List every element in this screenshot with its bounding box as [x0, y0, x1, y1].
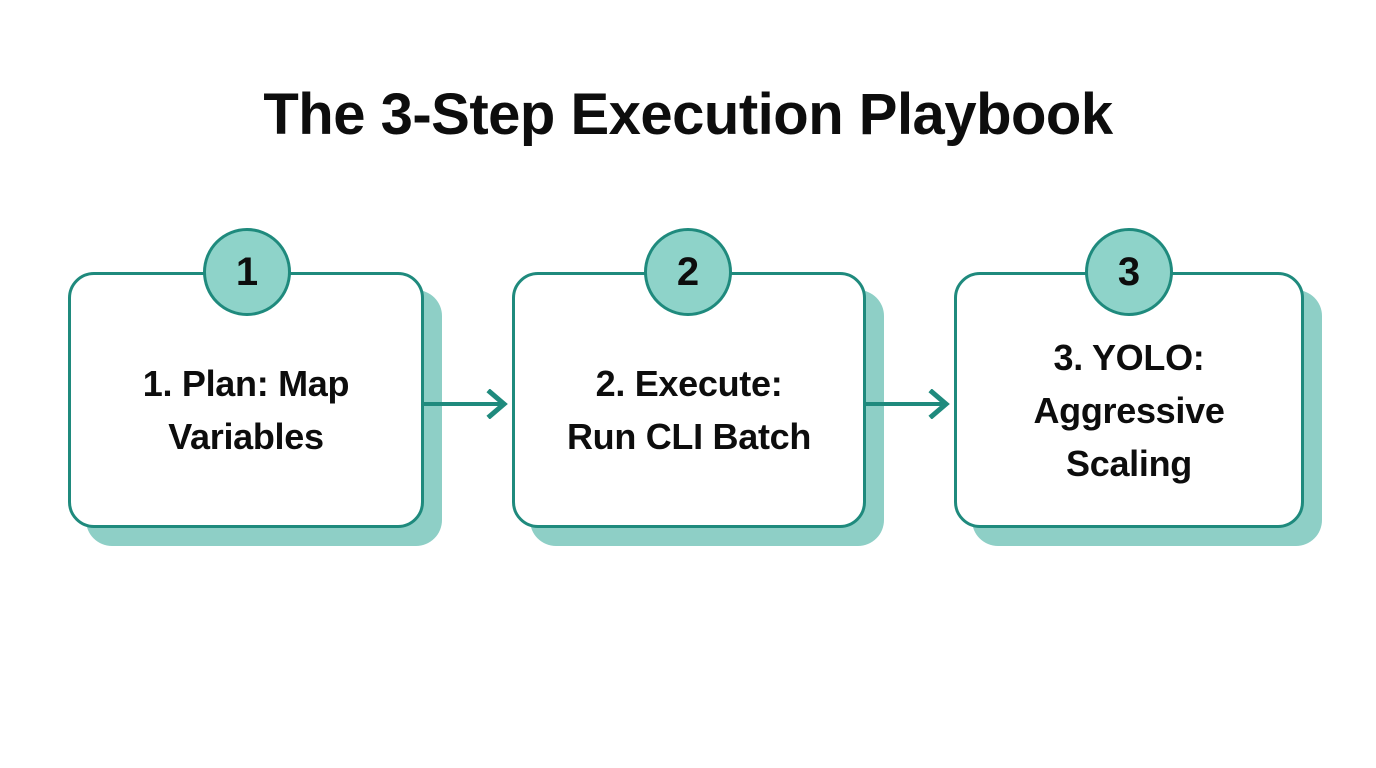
step-3-badge: 3 [1085, 228, 1173, 316]
step-2-badge: 2 [644, 228, 732, 316]
step-1-label: 1. Plan: Map Variables [142, 363, 350, 457]
step-3-badge-number: 3 [1117, 250, 1141, 294]
flow-step-3[interactable]: 3. YOLO: Aggressive Scaling [954, 272, 1322, 546]
step-1-badge: 1 [203, 228, 291, 316]
step-1-badge-number: 1 [235, 250, 259, 294]
page-title: The 3-Step Execution Playbook [263, 82, 1113, 147]
arrow-step1-to-step2-icon [424, 389, 514, 419]
arrow-step2-to-step3-icon [866, 389, 956, 419]
flow-step-1[interactable]: 1. Plan: Map Variables [68, 272, 442, 546]
step-3-label: 3. YOLO: Aggressive Scaling [1033, 336, 1225, 484]
step-1-card[interactable]: 1. Plan: Map Variables [68, 272, 424, 528]
flow-step-2[interactable]: 2. Execute: Run CLI Batch [512, 272, 884, 546]
step-2-badge-number: 2 [676, 250, 700, 294]
step-2-label: 2. Execute: Run CLI Batch [566, 363, 812, 457]
